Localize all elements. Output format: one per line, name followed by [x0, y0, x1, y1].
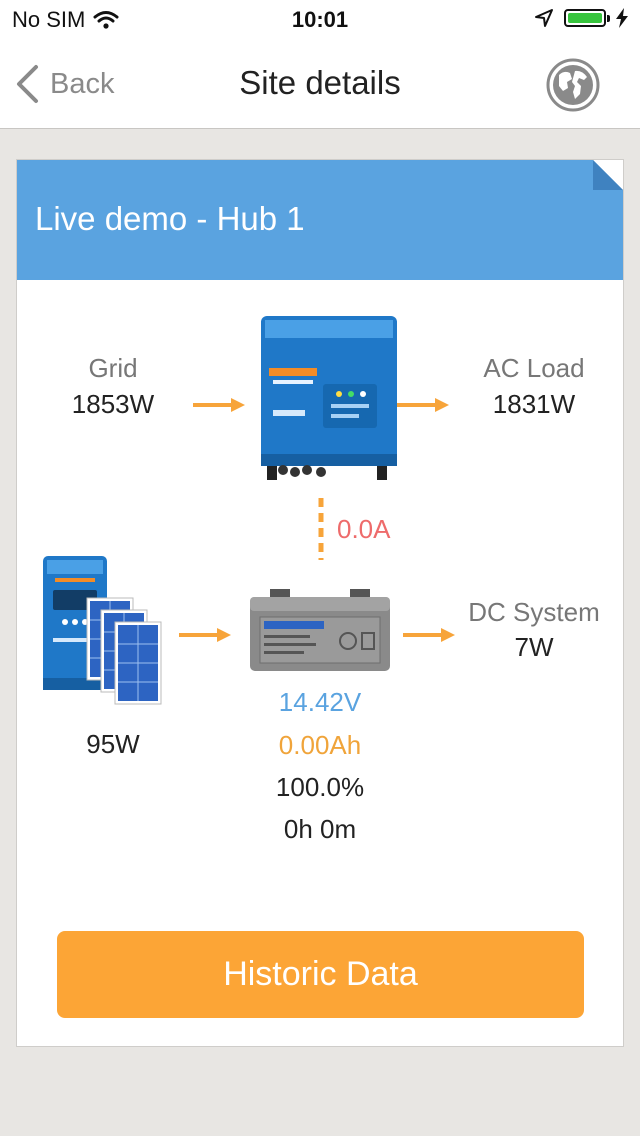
- historic-data-button[interactable]: Historic Data: [57, 931, 584, 1018]
- ac-load-arrow-icon: [397, 398, 449, 412]
- grid-value: 1853W: [71, 389, 155, 419]
- battery-consumed-value: 0.00Ah: [278, 730, 362, 760]
- ac-load-value: 1831W: [492, 389, 576, 419]
- navigation-bar: Back Site details: [0, 40, 640, 129]
- solar-value: 95W: [86, 729, 140, 759]
- battery-voltage-value: 14.42V: [278, 687, 362, 717]
- site-card-header: Live demo - Hub 1: [17, 160, 623, 280]
- chevron-left-icon: [17, 65, 38, 103]
- dc-system-arrow-icon: [403, 628, 455, 642]
- inverter-current-value: 0.0A: [337, 514, 391, 544]
- back-label: Back: [50, 67, 115, 100]
- dc-system-value: 7W: [514, 632, 554, 662]
- battery-image: [250, 589, 390, 671]
- battery-icon: [564, 9, 610, 27]
- back-button[interactable]: Back: [14, 64, 114, 104]
- status-bar: No SIM 10:01: [0, 0, 640, 40]
- globe-icon[interactable]: [546, 58, 600, 112]
- carrier-label: No SIM: [12, 7, 86, 32]
- location-arrow-icon: [535, 9, 553, 27]
- solar-arrow-icon: [179, 628, 231, 642]
- page-title: Site details: [239, 64, 401, 101]
- page-fold-icon: [593, 160, 623, 190]
- battery-time-to-go-value: 0h 0m: [283, 814, 357, 844]
- grid-label: Grid: [88, 353, 138, 383]
- grid-arrow-icon: [193, 398, 245, 412]
- wifi-icon: [93, 11, 119, 29]
- site-title: Live demo - Hub 1: [35, 200, 305, 237]
- status-right: [534, 8, 628, 28]
- bolt-icon: [616, 8, 628, 28]
- inverter-battery-link: [318, 498, 324, 560]
- ac-load-label: AC Load: [483, 353, 585, 383]
- dc-system-label: DC System: [468, 597, 600, 627]
- battery-soc-value: 100.0%: [275, 772, 365, 802]
- site-card: Live demo - Hub 1 Grid 1853W: [16, 159, 624, 1047]
- inverter-image: [261, 316, 397, 480]
- status-left: No SIM: [12, 7, 119, 33]
- status-time: 10:01: [291, 7, 349, 32]
- solar-charger-image: [43, 556, 162, 705]
